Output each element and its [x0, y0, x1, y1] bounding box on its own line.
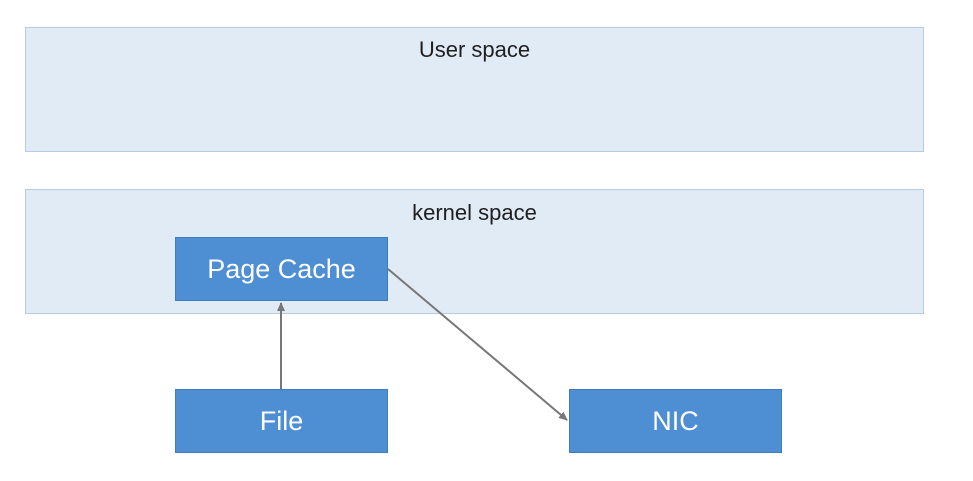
- file-node: File: [175, 389, 388, 453]
- nic-node: NIC: [569, 389, 782, 453]
- page-cache-node: Page Cache: [175, 237, 388, 301]
- user-space-label: User space: [418, 37, 531, 62]
- file-label: File: [259, 405, 304, 436]
- kernel-space-label: kernel space: [412, 200, 537, 225]
- user-space-region: User space: [25, 27, 924, 152]
- nic-label: NIC: [652, 405, 699, 436]
- kernel-space-region: kernel space: [25, 189, 924, 314]
- page-cache-label: Page Cache: [207, 253, 356, 284]
